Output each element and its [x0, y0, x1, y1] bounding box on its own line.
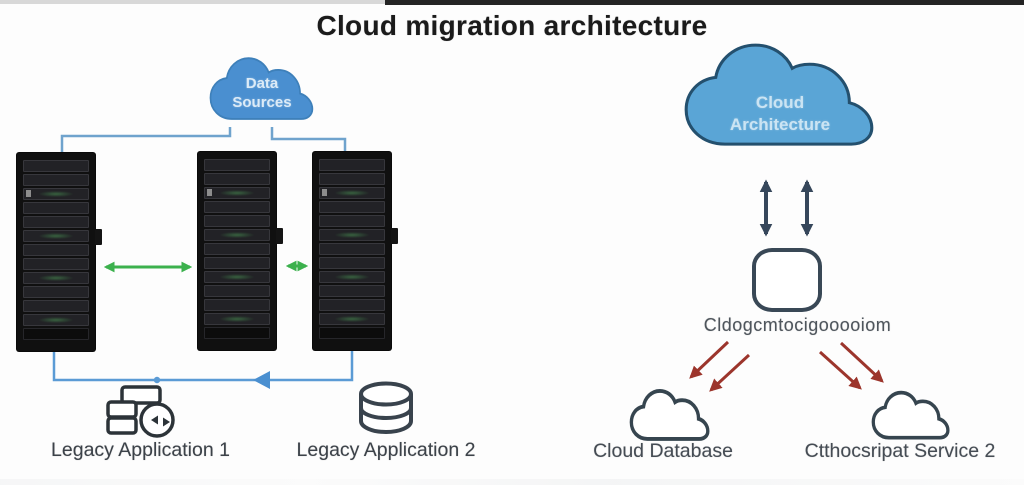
- rack-bay: [204, 243, 270, 255]
- rack-bay: [204, 159, 270, 171]
- cloud-architecture-label: Cloud Architecture: [678, 92, 882, 136]
- rack-bay: [23, 202, 89, 214]
- cloud-architecture-line1: Cloud: [755, 93, 805, 112]
- rack-bay: [23, 216, 89, 228]
- legacy-application-2-label: Legacy Application 2: [296, 439, 476, 461]
- migration-component-label: Cldogcmtocigooooiom: [703, 315, 892, 335]
- rack-bay: [319, 285, 385, 297]
- rack-bay: [204, 229, 270, 241]
- legacy-application-1-label: Legacy Application 1: [51, 439, 230, 461]
- rack-bay: [23, 160, 89, 172]
- legacy-app-boxes-icon: [106, 385, 175, 438]
- rack-bay: [204, 327, 270, 339]
- rack-bay: [23, 258, 89, 270]
- cloud-service-icon: [871, 390, 950, 440]
- bottom-edge-strip: [0, 479, 1024, 485]
- data-sources-line2: Sources: [232, 94, 292, 111]
- rack-bay: [23, 230, 89, 242]
- rack-bay: [204, 215, 270, 227]
- blue-junction-dot: [153, 376, 161, 384]
- rack-bay: [23, 314, 89, 326]
- rack-bay: [204, 299, 270, 311]
- cloud-architecture-line2: Architecture: [729, 115, 831, 134]
- navy-double-arrows: [759, 179, 814, 237]
- rack-bay: [204, 257, 270, 269]
- red-migration-arrows: [689, 340, 884, 392]
- server-rack-2: [198, 152, 283, 350]
- blue-left-arrowhead-icon: [253, 371, 270, 389]
- rack-bay: [319, 215, 385, 227]
- rack-bay: [23, 174, 89, 186]
- rack-bay: [319, 187, 385, 199]
- rack-bay: [319, 201, 385, 213]
- rack-bay: [204, 201, 270, 213]
- server-rack-3: [313, 152, 398, 350]
- database-cylinder-icon: [359, 381, 413, 434]
- rack-bay: [204, 313, 270, 325]
- rack-bay: [319, 159, 385, 171]
- rack-bay: [204, 271, 270, 283]
- rack-bay: [23, 272, 89, 284]
- top-edge-strip-dark: [385, 0, 1024, 5]
- rack-bay: [319, 313, 385, 325]
- rack-bay: [319, 173, 385, 185]
- green-sync-arrows: [103, 260, 309, 273]
- top-edge-strip-light: [0, 0, 385, 4]
- rack-bay: [319, 243, 385, 255]
- server-rack-1: [17, 153, 102, 351]
- cloud-database-label: Cloud Database: [593, 440, 733, 462]
- rack-bay: [319, 271, 385, 283]
- cloud-database-icon: [629, 388, 710, 441]
- rack-bay: [319, 257, 385, 269]
- diagram-title: Cloud migration architecture: [316, 10, 708, 41]
- rack-bay: [23, 286, 89, 298]
- rack-bay: [23, 244, 89, 256]
- rack-bay: [204, 285, 270, 297]
- rack-bay: [23, 328, 89, 340]
- rack-bay: [23, 188, 89, 200]
- rack-bay: [319, 299, 385, 311]
- cloud-service-2-label: Ctthocsripat Service 2: [804, 440, 996, 462]
- rack-bay: [204, 173, 270, 185]
- rack-bay: [204, 187, 270, 199]
- rack-bay: [319, 229, 385, 241]
- blue-connector-lines: [60, 127, 347, 156]
- rack-bay: [23, 300, 89, 312]
- blue-bottom-connector: [52, 350, 354, 389]
- rack-bay: [319, 327, 385, 339]
- data-sources-line1: Data: [245, 75, 279, 92]
- data-sources-cloud-label: Data Sources: [206, 74, 318, 112]
- migration-component-shape: [752, 248, 822, 312]
